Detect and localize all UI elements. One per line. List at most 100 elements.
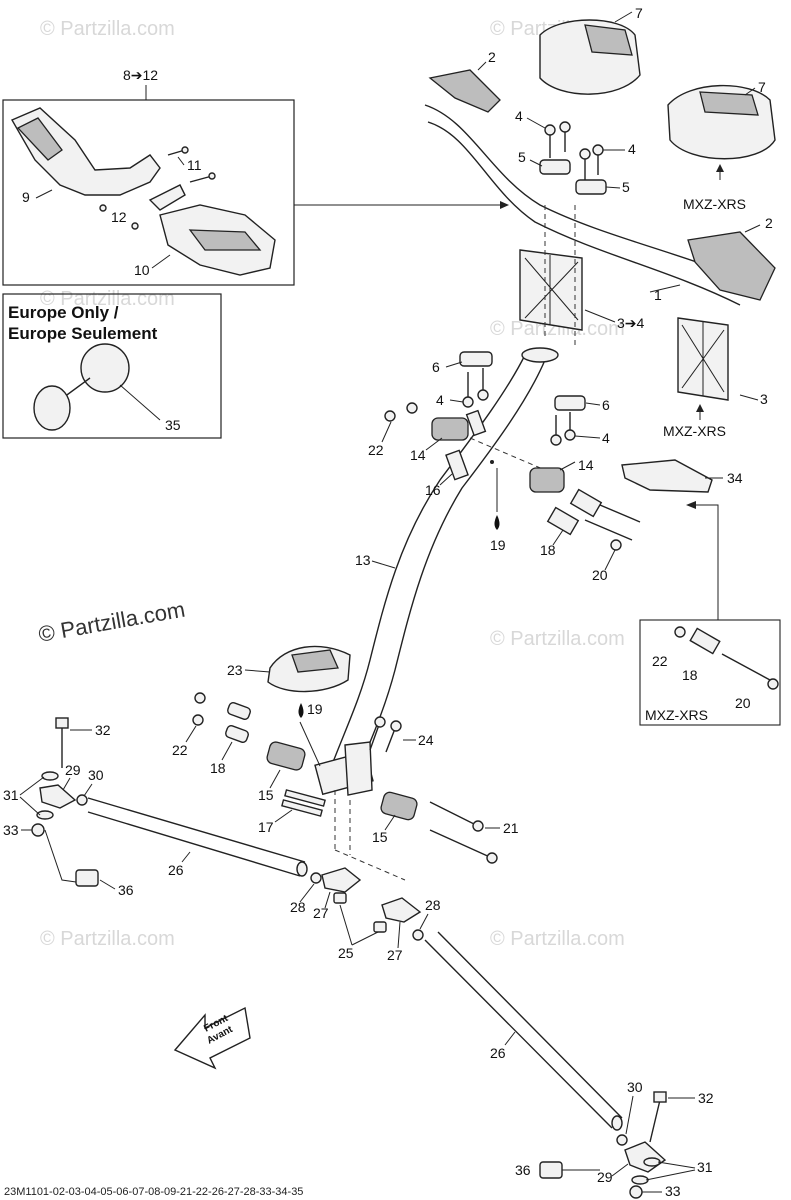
callout-32-left: 32 — [95, 722, 111, 738]
callout-4-b: 4 — [628, 141, 636, 157]
callout-26-upper: 26 — [168, 862, 184, 878]
callout-31-right: 31 — [697, 1159, 713, 1175]
bolt-20-top-b — [599, 504, 641, 523]
callout-6-b: 6 — [602, 397, 610, 413]
front-direction-arrow: Front Avant — [173, 1006, 251, 1070]
callout-5-a: 5 — [518, 149, 526, 165]
callout-15-left: 15 — [258, 787, 274, 803]
handguard-bracket — [148, 184, 186, 211]
bushing-14-a — [431, 417, 469, 441]
washer-31-left-a — [41, 771, 59, 781]
callout-9: 9 — [22, 189, 30, 205]
callout-6-a: 6 — [432, 359, 440, 375]
callout-27-b: 27 — [387, 947, 403, 963]
plate-arrow-line — [690, 504, 719, 620]
rod-end-29-right — [624, 1141, 667, 1173]
callout-4-a: 4 — [515, 108, 523, 124]
spacer-16-upper — [465, 409, 487, 437]
watermark-right-lower: © Partzilla.com — [490, 628, 625, 650]
callout-20-xrs: 20 — [735, 695, 751, 711]
nut-22-lower-b — [192, 714, 204, 726]
callout-36-right: 36 — [515, 1162, 531, 1178]
callout-11: 11 — [187, 157, 202, 173]
bar-pad-logo — [584, 24, 633, 56]
ball-joint-27-a — [321, 867, 362, 893]
nut-28-b — [412, 929, 424, 941]
sleeve-16 — [445, 449, 469, 481]
xrs-nut-22 — [674, 626, 686, 638]
xrs-hardware-frame — [639, 619, 781, 726]
nut-33-left — [31, 823, 45, 837]
callout-27-a: 27 — [313, 905, 329, 921]
callout-14-a: 14 — [410, 447, 426, 463]
callout-5-b: 5 — [622, 179, 630, 195]
washer-31-left-b — [36, 810, 54, 820]
washer-31-right-a — [643, 1157, 661, 1167]
europe-title-1: Europe Only / — [8, 303, 119, 322]
screw-11b — [189, 175, 213, 183]
bushing-15-left — [266, 741, 306, 771]
watermark-bottom-right: © Partzilla.com — [490, 928, 625, 950]
handguard-inset: 8➔12 9 10 11 12 — [2, 67, 509, 286]
spacer-36-right — [539, 1161, 563, 1179]
callout-34: 34 — [727, 470, 743, 486]
callout-15-right: 15 — [372, 829, 388, 845]
callout-7-top: 7 — [635, 5, 643, 21]
callout-4-c: 4 — [436, 392, 444, 408]
spacer-18-lower-a — [227, 702, 251, 720]
copyright-watermark: © Partzilla.com — [37, 597, 187, 647]
inset-frame — [2, 99, 295, 286]
callout-3-xrs: 3 — [760, 391, 768, 407]
callout-1: 1 — [654, 287, 662, 303]
callout-25: 25 — [338, 945, 354, 961]
bolt-21-b — [429, 829, 493, 859]
handlebar-assembly: 2 1 2 7 7 MXZ-XRS 4 4 — [424, 5, 776, 439]
horn-bell — [33, 385, 71, 431]
callout-7-xrs: 7 — [758, 79, 766, 95]
watermark-top-left: © Partzilla.com — [40, 18, 175, 40]
xrs-spacer-18 — [689, 627, 721, 655]
clamp-5-b — [575, 179, 607, 195]
clamp-6-b — [554, 395, 586, 411]
callout-33-right: 33 — [665, 1183, 681, 1199]
callout-3-4: 3➔4 — [617, 315, 645, 331]
screw-11a-head — [181, 146, 189, 154]
inset-arrow-head — [500, 201, 509, 209]
callout-22-xrs: 22 — [652, 653, 668, 669]
nut-28-a — [310, 872, 322, 884]
bushing-15-right — [380, 791, 418, 821]
callout-30-right: 30 — [627, 1079, 643, 1095]
grip-left — [428, 69, 501, 113]
ball-joint-27-b — [381, 897, 422, 923]
callout-23: 23 — [227, 662, 243, 678]
column-top-cap — [521, 347, 559, 363]
callout-22-top: 22 — [368, 442, 384, 458]
callout-28-a: 28 — [290, 899, 306, 915]
grip-right — [687, 231, 776, 301]
tie-rod-26-lower — [424, 931, 623, 1129]
callout-12: 12 — [111, 209, 127, 225]
callout-31-left: 31 — [3, 787, 19, 803]
handlebar-upper-edge — [424, 104, 741, 279]
callout-30-left: 30 — [88, 767, 104, 783]
bolt-32-right — [649, 1099, 661, 1143]
steering-column-right — [354, 359, 546, 779]
spacer-36-left — [75, 869, 99, 887]
callout-24: 24 — [418, 732, 434, 748]
callout-16: 16 — [425, 482, 441, 498]
mount-plate-34 — [621, 459, 713, 493]
callout-19-top: 19 — [490, 537, 506, 553]
nut-12a — [99, 204, 107, 212]
handlebar-lower-edge — [427, 121, 741, 306]
shim-17-a — [284, 789, 326, 807]
callout-10: 10 — [134, 262, 150, 278]
variant-label-hardware: MXZ-XRS — [645, 707, 708, 723]
handguard-left-shade — [16, 117, 63, 161]
callout-28-b: 28 — [425, 897, 441, 913]
nut-33-right — [629, 1185, 643, 1199]
jam-nut-30-right — [616, 1134, 628, 1146]
europe-title-2: Europe Seulement — [8, 324, 158, 343]
bolt-21-a — [429, 801, 479, 827]
callout-17: 17 — [258, 819, 274, 835]
